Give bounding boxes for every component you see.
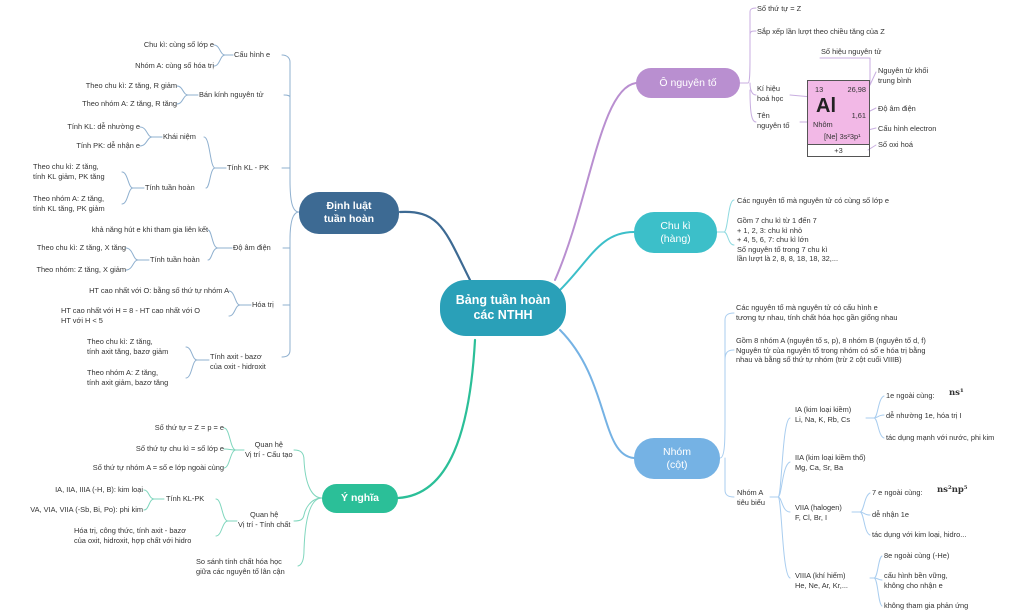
group-item: Các nguyên tố mà nguyên tử có cấu hình e…	[736, 303, 898, 322]
law-metal-concept-item: Tính PK: dễ nhận e	[76, 141, 140, 150]
group-ia-item: 1e ngoài cùng:	[886, 391, 935, 400]
group-ia-item: tác dụng mạnh với nước, phi kim	[886, 433, 995, 442]
cell-item: Sắp xếp lần lượt theo chiều tăng của Z	[757, 27, 885, 36]
law-valence-item: HT cao nhất với O: bằng số thứ tự nhóm A	[89, 286, 229, 295]
meaning-compare: So sánh tính chất hóa học giữa các nguyê…	[196, 557, 285, 576]
group-viia-item: tác dụng với kim loại, hidro...	[872, 530, 967, 539]
group-viia-item: dễ nhận 1e	[872, 510, 909, 519]
element-oxidation: +3	[807, 145, 870, 157]
group-iia-label: IIA (kim loại kiềm thổ) Mg, Ca, Sr, Ba	[795, 453, 866, 472]
group-viiia-item: không tham gia phản ứng	[884, 601, 969, 610]
cell-node[interactable]: Ô nguyên tố	[636, 68, 740, 98]
law-config-item: Nhóm A: cùng số hóa trị	[135, 61, 214, 70]
law-metal-label: Tính KL - PK	[227, 163, 270, 172]
law-en-def: khả năng hút e khi tham gia liên kết	[91, 225, 208, 234]
cell-name-label: Tên nguyên tố	[757, 111, 790, 130]
cell-electronegativity-label: Độ âm điện	[878, 104, 916, 113]
group-item: Gồm 8 nhóm A (nguyên tố s, p), 8 nhóm B …	[736, 336, 926, 365]
meaning-node[interactable]: Ý nghĩa	[322, 484, 398, 513]
period-item: Gồm 7 chu kì từ 1 đến 7 + 1, 2, 3: chu k…	[737, 216, 839, 264]
law-en-label: Độ âm điện	[233, 243, 271, 252]
law-radius-item: Theo nhóm A: Z tăng, R tăng	[82, 99, 177, 108]
branch-cell-connector	[554, 82, 637, 281]
law-metal-trend-item: Theo nhóm A: Z tăng, tính KL tăng, PK gi…	[33, 194, 105, 213]
law-config-label: Cấu hình e	[234, 50, 271, 59]
law-config-item: Chu kì: cùng số lớp e	[143, 40, 214, 49]
cell-atomic-number-label: Số hiệu nguyên tử	[821, 47, 882, 56]
group-ia-item: dễ nhường 1e, hóa trị I	[886, 411, 962, 420]
cell-item: Số thứ tự = Z	[757, 4, 802, 13]
group-viia-formula: ns²np⁵	[937, 485, 968, 495]
law-metal-concept-item: Tính KL: dễ nhường e	[67, 122, 140, 131]
group-node[interactable]: Nhóm (cột)	[634, 438, 720, 479]
element-z: 13	[815, 85, 824, 94]
law-valence-item: HT cao nhất với H = 8 - HT cao nhất với …	[61, 306, 201, 325]
group-typical-label: Nhóm A tiêu biểu	[737, 488, 765, 507]
group-ia-formula: ns¹	[949, 388, 964, 398]
cell-config-label: Cấu hình electron	[878, 124, 937, 133]
group-viia-item: 7 e ngoài cùng:	[872, 488, 923, 497]
law-node[interactable]: Định luật tuần hoàn	[299, 192, 399, 234]
law-metal-concept-label: Khái niệm	[163, 132, 196, 141]
cell-oxidation-label: Số oxi hoá	[878, 140, 913, 149]
law-valence-label: Hóa trị	[252, 300, 274, 309]
group-viiia-item: cấu hình bền vững, không cho nhận e	[884, 571, 948, 590]
meaning-pos-item: Số thứ tự = Z = p = e	[154, 423, 224, 432]
element-mass: 26,98	[847, 85, 867, 94]
law-acid-label: Tính axit - bazơ của oxit - hidroxit	[210, 352, 266, 371]
meaning-klpk-item: VA, VIA, VIIA (-Sb, Bi, Po): phi kim	[30, 505, 143, 514]
meaning-klpk-item: IA, IIA, IIIA (-H, B): kim loại	[55, 485, 143, 494]
period-item: Các nguyên tố mà nguyên tử có cùng số lớ…	[737, 196, 889, 205]
law-en-trend-label: Tính tuần hoàn	[150, 255, 200, 264]
law-metal-trend-item: Theo chu kì: Z tăng, tính KL giảm, PK tă…	[33, 162, 105, 181]
branch-period-connector	[559, 231, 635, 291]
meaning-prop-other: Hóa trị, công thức, tính axit - bazơ của…	[74, 526, 192, 545]
element-name: Nhôm	[813, 120, 833, 129]
element-symbol: Al	[816, 95, 836, 117]
meaning-pos-item: Số thứ tự chu kì = số lớp e	[135, 444, 224, 453]
branch-meaning-connector	[396, 338, 477, 500]
center-node[interactable]: Bảng tuần hoàn các NTHH	[440, 280, 566, 336]
cell-atomic-mass-label: Nguyên tử khối trung bình	[878, 66, 929, 85]
meaning-prop-label: Quan hệ Vị trí - Tính chất	[238, 510, 291, 529]
group-viiia-item: 8e ngoài cùng (-He)	[884, 551, 950, 560]
branch-law-connector	[398, 210, 472, 282]
law-acid-item: Theo chu kì: Z tăng, tính axit tăng, baz…	[87, 337, 169, 356]
law-en-trend-item: Theo chu kì: Z tăng, X tăng	[36, 243, 126, 252]
branch-group-connector	[559, 329, 635, 459]
law-en-trend-item: Theo nhóm: Z tăng, X giảm	[36, 265, 126, 274]
meaning-pos-label: Quan hệ Vị trí - Cấu tạo	[245, 440, 293, 459]
law-metal-trend-label: Tính tuần hoàn	[145, 183, 195, 192]
element-en: 1,61	[851, 111, 866, 120]
meaning-klpk-label: Tính KL-PK	[166, 494, 205, 503]
group-viia-label: VIIA (halogen) F, Cl, Br, I	[795, 503, 842, 522]
cell-symbol-label: Kí hiệu hoá học	[757, 84, 784, 103]
law-radius-item: Theo chu kì: Z tăng, R giảm	[85, 81, 177, 90]
law-acid-item: Theo nhóm A: Z tăng, tính axit giảm, baz…	[87, 368, 169, 387]
element-config: [Ne] 3s²3p¹	[824, 132, 861, 141]
period-node[interactable]: Chu kì (hàng)	[634, 212, 717, 253]
element-cell-aluminium: 13 26,98 Al 1,61 Nhôm [Ne] 3s²3p¹	[807, 80, 870, 145]
group-ia-label: IA (kim loại kiềm) Li, Na, K, Rb, Cs	[795, 405, 852, 424]
group-viiia-label: VIIIA (khí hiếm) He, Ne, Ar, Kr,...	[795, 571, 848, 590]
meaning-pos-item: Số thứ tự nhóm A = số e lớp ngoài cùng	[92, 463, 224, 472]
law-radius-label: Bán kính nguyên tử	[199, 90, 264, 99]
